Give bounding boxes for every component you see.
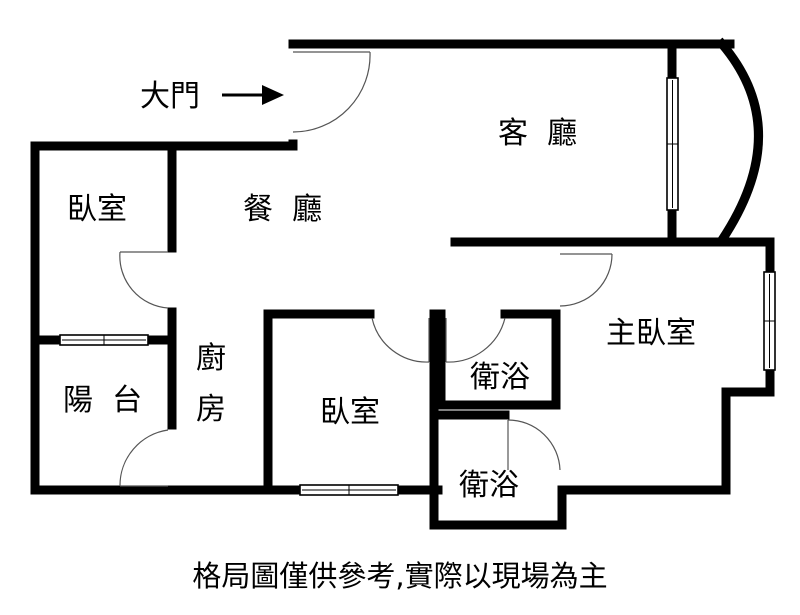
room-label-kitchen-line1: 廚: [196, 341, 226, 376]
disclaimer-caption: 格局圖僅供參考,實際以現場為主: [192, 559, 607, 593]
door-bath-2: [507, 419, 561, 471]
room-label-kitchen-line2: 房: [196, 392, 226, 427]
window-master-bedroom: [763, 271, 776, 371]
room-label-bedroom-middle: 臥室: [320, 395, 380, 430]
wall-bay-arc: [715, 37, 763, 247]
entrance-label: 大門: [140, 79, 200, 114]
room-label-bathroom-2: 衛浴: [459, 468, 519, 503]
entrance-arrow-icon: [222, 85, 284, 105]
walls: [30, 37, 775, 530]
door-main-entrance: [292, 51, 371, 133]
room-label-dining-room: 餐 廳: [243, 192, 322, 227]
door-master-bedroom: [559, 253, 613, 307]
window-living-room: [666, 77, 679, 211]
room-label-master-bedroom: 主臥室: [606, 316, 696, 351]
window-balcony: [59, 334, 149, 346]
room-label-bedroom-left: 臥室: [67, 192, 127, 227]
doors: [119, 51, 613, 487]
windows: [59, 77, 776, 496]
door-balcony: [119, 429, 169, 487]
room-label-bathroom-1: 衛浴: [470, 360, 530, 395]
door-bedroom-left: [119, 251, 169, 309]
window-bedroom-middle: [299, 484, 399, 496]
door-bath-1: [445, 317, 506, 363]
room-label-living-room: 客 廳: [498, 116, 577, 151]
door-bedroom-middle: [371, 317, 430, 363]
room-label-balcony: 陽 台: [63, 383, 142, 418]
